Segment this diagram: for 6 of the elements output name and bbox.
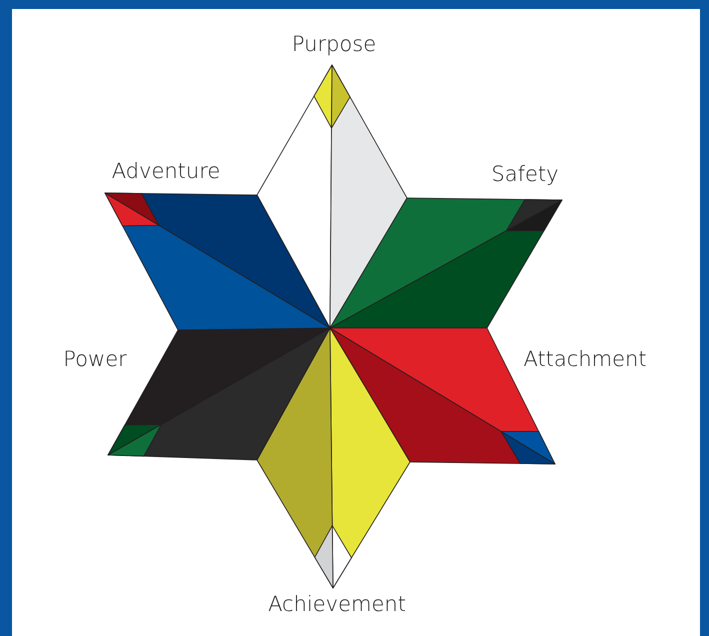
point-label: Attachment [523, 349, 647, 370]
point-label: Safety [491, 164, 559, 185]
point-label: Adventure [112, 161, 220, 182]
point-label: Power [63, 349, 127, 370]
point-label: Purpose [292, 34, 376, 55]
point-label: Achievement [268, 594, 406, 615]
